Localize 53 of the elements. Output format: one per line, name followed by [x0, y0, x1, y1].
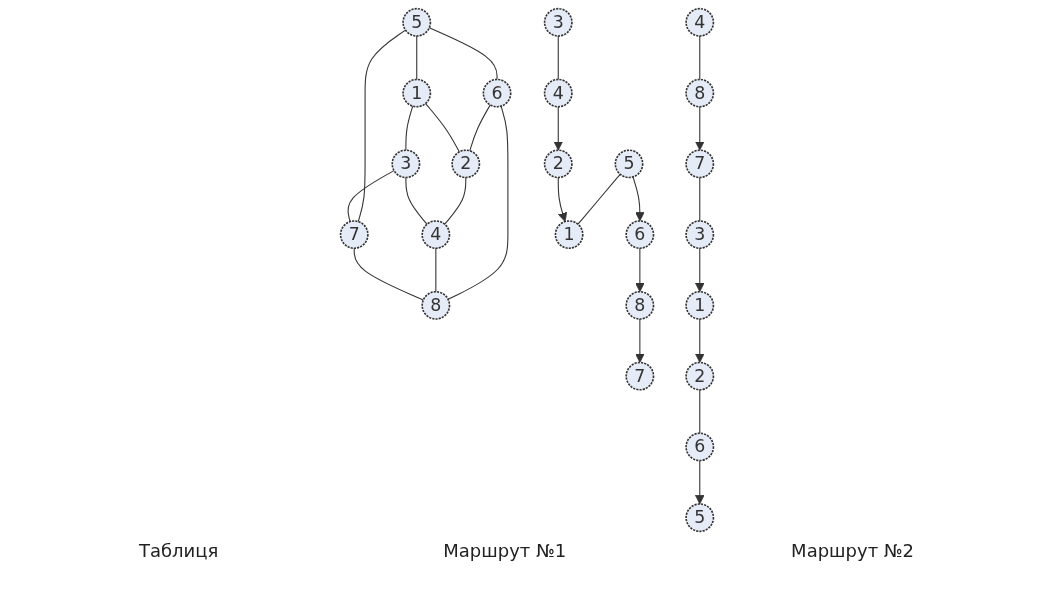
connector	[557, 35, 559, 80]
node-circle: 8	[624, 290, 654, 320]
arrow	[694, 460, 705, 505]
graph-caption: Маршрут №1	[443, 540, 567, 561]
connector	[698, 177, 700, 222]
node-circle: 6	[482, 78, 512, 108]
node-circle: 4	[543, 78, 573, 108]
node-circle: 8	[684, 78, 714, 108]
node-circle: 2	[450, 149, 480, 179]
connector	[447, 105, 508, 300]
connector	[346, 170, 395, 223]
connector	[434, 247, 436, 293]
connector	[415, 35, 417, 80]
node-circle: 5	[614, 149, 643, 179]
node-circle: 5	[401, 7, 431, 37]
arrow	[631, 176, 645, 222]
node-circle: 2	[684, 361, 714, 391]
node-circle: 6	[684, 432, 714, 462]
connector	[357, 29, 406, 223]
connector	[443, 177, 466, 225]
connector	[576, 173, 621, 225]
node-circle: 7	[624, 361, 654, 391]
arrow	[694, 318, 705, 363]
connector	[353, 247, 424, 301]
node-circle: 1	[401, 78, 431, 108]
node-circle: 7	[684, 149, 714, 179]
node-circle: 3	[390, 149, 420, 179]
connector	[468, 104, 491, 152]
node-circle: 1	[554, 220, 584, 250]
node-circle: 7	[339, 220, 369, 250]
connector	[404, 105, 413, 151]
connector	[698, 35, 700, 80]
graph-caption: Маршрут №2	[791, 540, 915, 561]
node-circle: 4	[684, 7, 714, 37]
arrow	[634, 318, 645, 363]
node-circle: 8	[420, 290, 450, 320]
connector	[404, 177, 428, 225]
arrow	[694, 247, 705, 293]
node-circle: 3	[684, 220, 714, 250]
arrow	[553, 106, 563, 151]
arrow	[634, 247, 645, 293]
arrow	[557, 177, 567, 222]
node-circle: 3	[543, 7, 573, 37]
node-circle: 5	[684, 503, 714, 533]
connector	[428, 27, 498, 80]
node-circle: 4	[420, 220, 450, 250]
node-circle: 2	[543, 149, 573, 179]
graph-caption: Таблиця	[138, 540, 219, 561]
connector	[698, 389, 700, 434]
connector	[424, 103, 460, 153]
node-circle: 1	[684, 290, 714, 320]
node-circle: 6	[624, 220, 654, 250]
arrow	[694, 106, 705, 151]
